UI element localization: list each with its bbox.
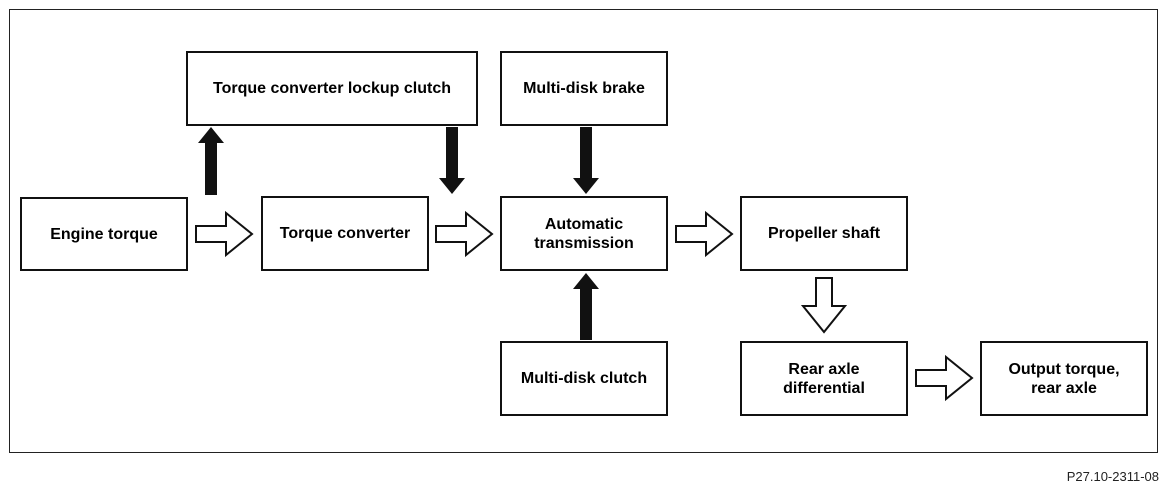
arrow-transmission-to-propeller — [675, 210, 734, 258]
figure-reference: P27.10-2311-08 — [1066, 469, 1159, 484]
torque-converter-box: Torque converter — [261, 196, 429, 271]
propeller-shaft-label: Propeller shaft — [767, 225, 881, 242]
rear-axle-differential-box: Rear axle differential — [740, 341, 908, 416]
propeller-shaft-box: Propeller shaft — [740, 196, 908, 271]
automatic-transmission-label: Automatic transmission — [534, 215, 634, 252]
lockup-clutch-box: Torque converter lockup clutch — [186, 51, 478, 126]
engine-torque-box: Engine torque — [20, 197, 188, 271]
automatic-transmission-box: Automatic transmission — [500, 196, 668, 271]
arrow-up-to-lockup-clutch — [198, 127, 224, 195]
rear-axle-differential-label: Rear axle differential — [783, 360, 865, 397]
lockup-clutch-label: Torque converter lockup clutch — [213, 80, 451, 97]
output-torque-box: Output torque, rear axle — [980, 341, 1148, 416]
torque-converter-label: Torque converter — [279, 225, 411, 242]
arrow-down-from-brake — [573, 127, 599, 194]
arrow-converter-to-transmission — [435, 210, 494, 258]
multi-disk-clutch-label: Multi-disk clutch — [520, 370, 648, 387]
engine-torque-label: Engine torque — [50, 225, 158, 243]
arrow-differential-to-output — [915, 354, 974, 402]
output-torque-label: Output torque, rear axle — [1008, 360, 1120, 397]
multi-disk-brake-box: Multi-disk brake — [500, 51, 668, 126]
multi-disk-clutch-box: Multi-disk clutch — [500, 341, 668, 416]
arrow-propeller-to-differential — [800, 277, 848, 334]
arrow-engine-to-converter — [195, 210, 254, 258]
diagram-frame — [9, 9, 1158, 453]
multi-disk-brake-label: Multi-disk brake — [523, 80, 645, 97]
arrow-down-from-lockup-clutch — [439, 127, 465, 194]
arrow-up-from-clutch — [573, 273, 599, 340]
